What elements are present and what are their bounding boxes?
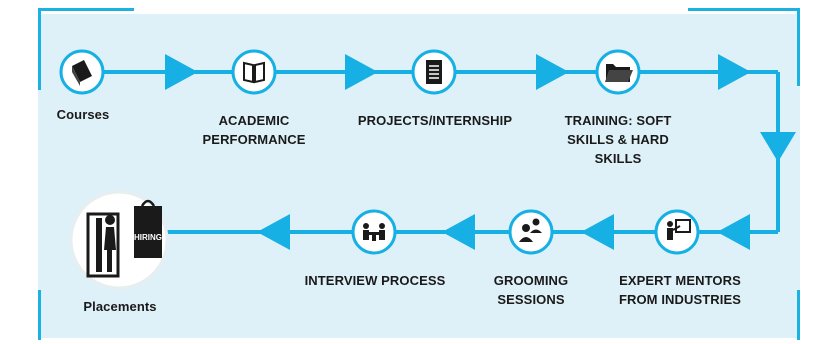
notepad-icon [426,60,442,84]
step-label-expert-mentors: EXPERT MENTORS FROM INDUSTRIES [618,273,742,307]
step-label-grooming-sessions: GROOMING SESSIONS [493,273,569,307]
hiring-icon [86,199,162,278]
step-label-training: TRAINING: SOFT SKILLS & HARD SKILLS [564,113,672,166]
book-icon [72,60,92,86]
flow-arrows [165,54,796,250]
interview-icon [363,223,385,241]
arrow-left-3 [442,214,475,250]
node-courses [59,49,105,95]
step-label-courses: Courses [56,107,110,122]
hiring-badge-text: HIRING [134,233,162,242]
arrow-right-4 [718,54,751,90]
discussion-icon [519,218,542,242]
node-academic-performance [231,49,277,95]
step-label-placements: Placements [83,299,157,314]
folder-icon [605,64,633,82]
open-book-icon [243,61,265,84]
presentation-icon [667,219,691,240]
frame-brackets [38,8,800,340]
node-training [595,49,641,95]
arrow-left-1 [717,214,750,250]
arrow-down [760,132,796,162]
arrow-right-2 [345,54,378,90]
node-projects-internship [411,49,457,95]
step-label-projects-internship: PROJECTS/INTERNSHIP [357,113,513,128]
step-label-academic-performance: ACADEMIC PERFORMANCE [202,113,306,147]
arrow-right-3 [536,54,569,90]
arrow-left-4 [257,214,290,250]
step-label-interview-process: INTERVIEW PROCESS [304,273,446,288]
arrow-right-1 [165,54,198,90]
node-grooming-sessions [508,209,554,255]
node-expert-mentors [654,209,700,255]
arrow-left-2 [581,214,614,250]
node-interview-process [351,209,397,255]
node-placements [69,190,169,290]
